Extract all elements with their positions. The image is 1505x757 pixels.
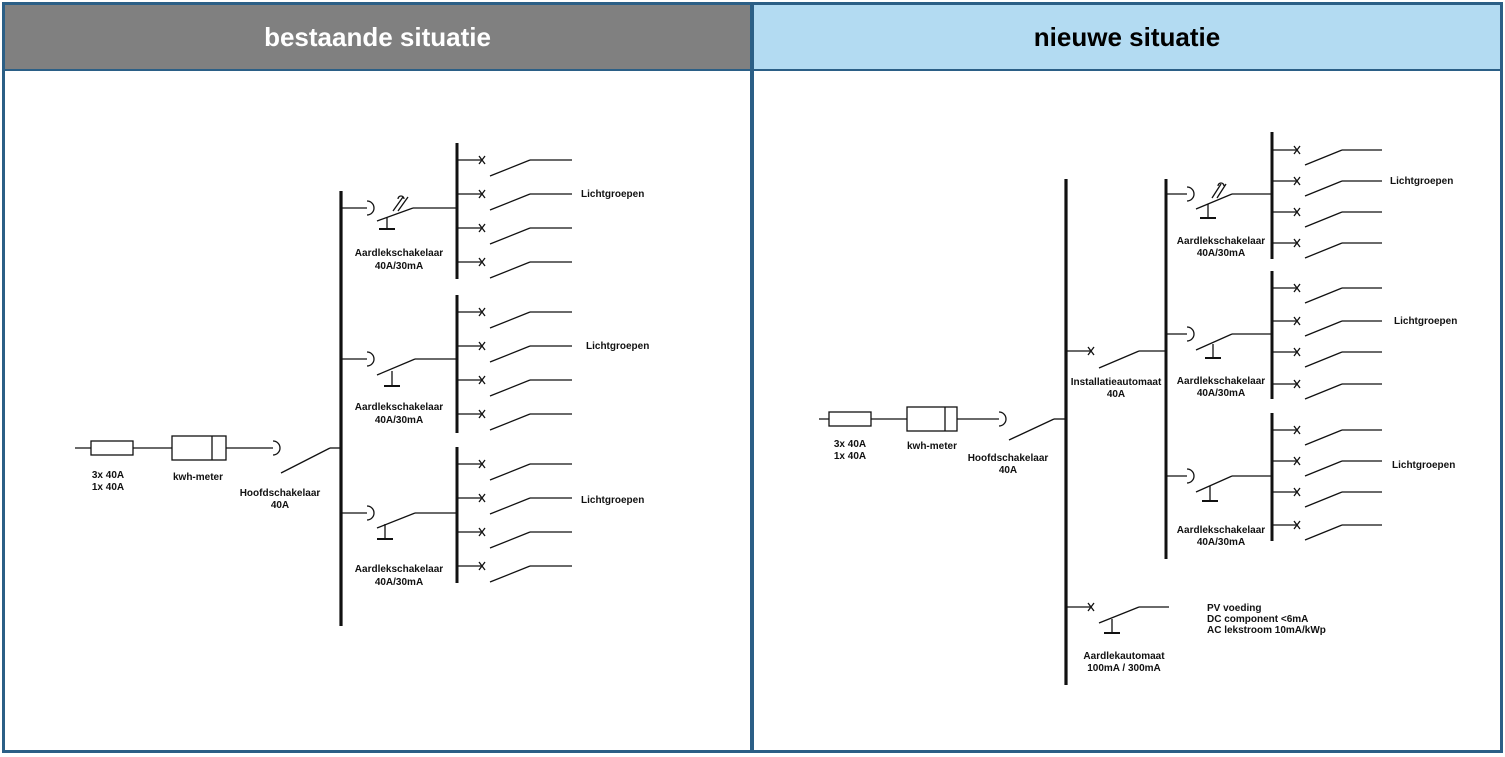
main-switch-label-line-1: Hoofdschakelaar [968, 453, 1049, 464]
pv-info-line-2: DC component <6mA [1207, 614, 1308, 625]
rcd-label-3-line-1: Aardlekschakelaar [1177, 525, 1266, 536]
installation-breaker-label-line-2: 40A [1107, 389, 1125, 400]
panel-title-existing: bestaande situatie [5, 5, 750, 71]
kwh-meter-symbol [171, 435, 227, 461]
rcd-label-1-line-1: Aardlekschakelaar [355, 248, 444, 259]
rcd-label-2-line-2: 40A/30mA [1197, 388, 1245, 399]
panel-title-new: nieuwe situatie [754, 5, 1500, 71]
rcd-label-1-line-2: 40A/30mA [1197, 248, 1245, 259]
circuit-breakers-group-3 [1272, 425, 1382, 541]
rcd-group-3 [341, 505, 457, 540]
rcd-group-1 [341, 195, 457, 230]
circuits-label-1: Lichtgroepen [581, 189, 644, 200]
fuse-label-line-2: 1x 40A [834, 451, 866, 462]
rcbo-label-line-1: Aardlekautomaat [1083, 651, 1165, 662]
circuit-breakers-group-2 [457, 307, 572, 431]
rcd-group-3 [1166, 468, 1272, 502]
fuse-label-line-1: 3x 40A [834, 439, 866, 450]
installation-breaker-label-line-1: Installatieautomaat [1071, 377, 1162, 388]
circuits-label-3: Lichtgroepen [1392, 460, 1455, 471]
fuse-label-line-2: 1x 40A [92, 482, 124, 493]
new-situation-diagram: 3x 40A 1x 40A kwh-meter Hoofdschakelaar … [819, 132, 1457, 685]
panel-new-situation: nieuwe situatie [751, 2, 1503, 753]
circuit-breakers-group-3 [457, 459, 572, 583]
circuit-breakers-group-1 [1272, 145, 1382, 259]
circuits-label-3: Lichtgroepen [581, 495, 644, 506]
circuits-label-1: Lichtgroepen [1390, 176, 1453, 187]
pv-info-line-1: PV voeding [1207, 603, 1261, 614]
pv-info-line-3: AC lekstroom 10mA/kWp [1207, 625, 1326, 636]
rcd-label-3-line-2: 40A/30mA [1197, 537, 1245, 548]
fuse-symbol [90, 440, 134, 456]
rcd-label-2-line-2: 40A/30mA [375, 415, 423, 426]
rcbo-pv-symbol [1066, 602, 1169, 634]
main-switch-symbol [998, 411, 1066, 441]
rcd-label-2-line-1: Aardlekschakelaar [355, 402, 444, 413]
circuits-label-2: Lichtgroepen [586, 341, 649, 352]
rcbo-label-line-2: 100mA / 300mA [1087, 663, 1161, 674]
main-switch-label-line-1: Hoofdschakelaar [240, 488, 321, 499]
panel-existing-situation: bestaande situatie [2, 2, 753, 753]
fuse-label-line-1: 3x 40A [92, 470, 124, 481]
rcd-label-1-line-2: 40A/30mA [375, 261, 423, 272]
circuit-breakers-group-1 [457, 155, 572, 279]
existing-situation-diagram: 3x 40A 1x 40A kwh-meter Hoofdschakelaar … [75, 143, 649, 626]
rcd-label-3-line-2: 40A/30mA [375, 577, 423, 588]
circuits-label-2: Lichtgroepen [1394, 316, 1457, 327]
rcd-group-1 [1166, 182, 1272, 219]
rcd-group-2 [341, 351, 457, 387]
main-switch-label-line-2: 40A [999, 465, 1017, 476]
meter-label: kwh-meter [173, 472, 223, 483]
kwh-meter-symbol [906, 406, 958, 432]
fuse-symbol [828, 411, 872, 427]
circuit-breakers-group-2 [1272, 283, 1382, 400]
installation-breaker-symbol [1066, 346, 1166, 369]
rcd-label-1-line-1: Aardlekschakelaar [1177, 236, 1266, 247]
meter-label: kwh-meter [907, 441, 957, 452]
main-switch-symbol [272, 440, 341, 474]
rcd-group-2 [1166, 326, 1272, 359]
rcd-label-2-line-1: Aardlekschakelaar [1177, 376, 1266, 387]
rcd-label-3-line-1: Aardlekschakelaar [355, 564, 444, 575]
main-switch-label-line-2: 40A [271, 500, 289, 511]
